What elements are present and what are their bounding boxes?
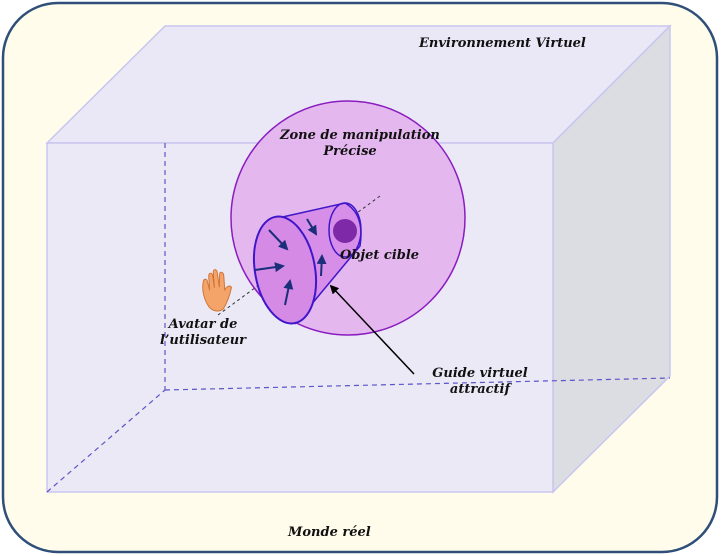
hand-icon bbox=[202, 269, 233, 312]
virtual-environment-label: Environnement Virtuel bbox=[419, 36, 586, 51]
attraction-arrow bbox=[283, 279, 294, 306]
manipulation-zone-label: Zone de manipulation Précise bbox=[280, 128, 440, 160]
guide-label-line2: attractif bbox=[449, 382, 511, 397]
avatar-label-line1: Avatar de bbox=[168, 317, 238, 332]
hidden-edge-back-bottom bbox=[164, 377, 671, 391]
guide-label-line1: Guide virtuel bbox=[432, 366, 528, 381]
attraction-arrow bbox=[254, 262, 285, 273]
guide-cone-base bbox=[328, 202, 362, 258]
guide-cone-mouth bbox=[253, 215, 317, 325]
manipulation-zone-label-line1: Zone de manipulation bbox=[280, 128, 440, 143]
real-world-label: Monde réel bbox=[288, 525, 371, 540]
guide-label: Guide virtuel attractif bbox=[425, 366, 535, 398]
avatar-label-line2: l’utilisateur bbox=[159, 333, 247, 348]
hidden-edge-depth bbox=[46, 389, 166, 493]
manipulation-zone-label-line2: Précise bbox=[323, 144, 377, 159]
attraction-arrow bbox=[268, 229, 289, 251]
guide-leader-line bbox=[329, 284, 415, 375]
attraction-arrow bbox=[306, 218, 318, 236]
avatar-label: Avatar de l’utilisateur bbox=[158, 317, 248, 349]
target-object bbox=[333, 219, 357, 243]
target-object-label: Objet cible bbox=[340, 248, 420, 263]
attraction-arrow bbox=[316, 254, 327, 277]
